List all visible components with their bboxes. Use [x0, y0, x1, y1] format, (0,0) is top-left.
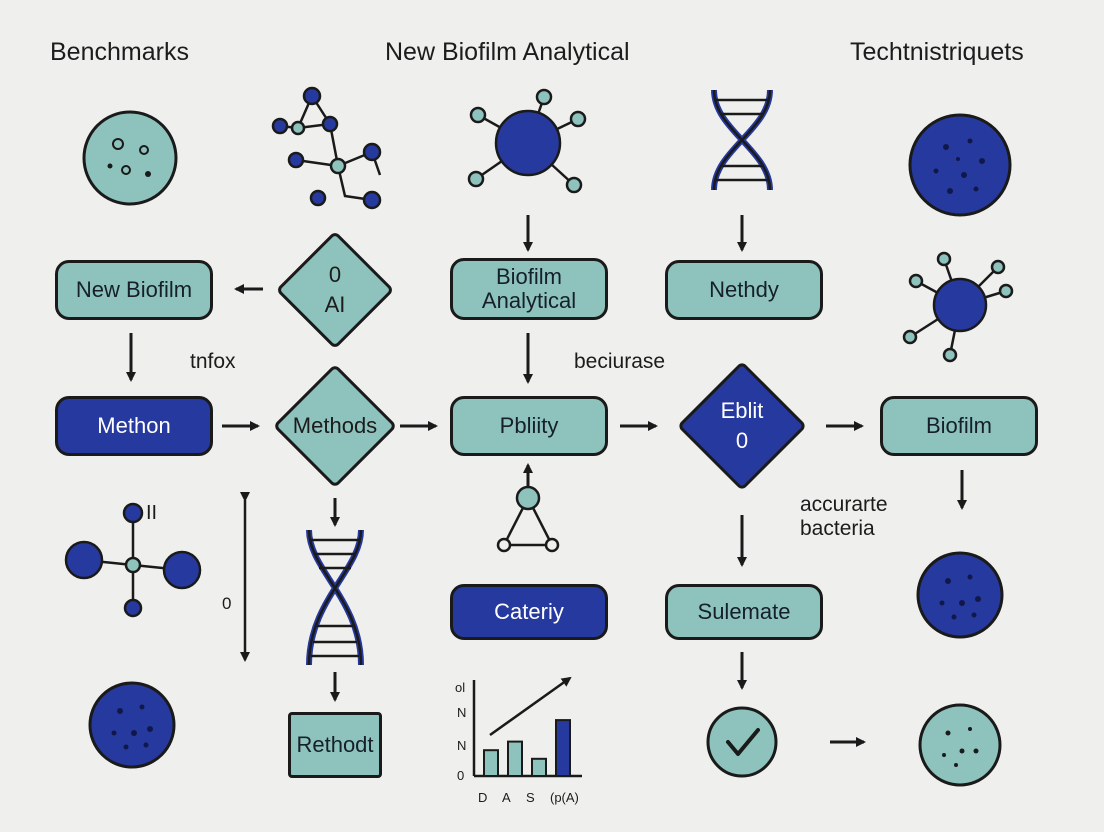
- chart-x-tick-label: S: [526, 790, 535, 805]
- molecule-icon: [902, 251, 1014, 363]
- chart-x-tick-label: A: [502, 790, 511, 805]
- chart-bar: [555, 719, 571, 777]
- triangle-molecule-icon: [496, 485, 560, 553]
- node-biofilm-analytical: Biofilm Analytical: [450, 258, 608, 320]
- node-biofilm: Biofilm: [880, 396, 1038, 456]
- chart-y-tick-label: N: [457, 705, 467, 720]
- chart-bar: [507, 740, 523, 777]
- check-icon: [706, 706, 778, 778]
- diamond-methods-text: Methods: [292, 413, 378, 439]
- trend-arrow: [489, 676, 572, 737]
- diamond-eblit-text: Eblit 0: [720, 398, 764, 453]
- bacterium-icon: [82, 110, 178, 206]
- chart-x-tick-label: (p(A): [550, 790, 579, 805]
- connector-arrows: [126, 215, 967, 747]
- dna-icon: [306, 529, 364, 666]
- chart-x-tick-label: D: [478, 790, 488, 805]
- dna-icon: [711, 89, 773, 191]
- label-accurate-bacteria: accurarte bacteria: [800, 493, 888, 541]
- diamond-eblit: Eblit 0: [675, 362, 809, 490]
- bacterium-icon: [88, 681, 176, 769]
- molecule-icon: [64, 502, 202, 618]
- chart-y-tick-label: 0: [457, 768, 465, 783]
- title-techtnistriquets: Techtnistriquets: [850, 38, 1024, 66]
- chart-bar: [531, 757, 547, 777]
- label-beciurase: beciurase: [574, 350, 666, 373]
- diamond-ai-text: 0 AI: [324, 262, 346, 317]
- node-rethodt: Rethodt: [288, 712, 382, 778]
- node-sulemate: Sulemate: [665, 584, 823, 640]
- node-nethdy: Nethdy: [665, 260, 823, 320]
- node-new-biofilm: New Biofilm: [55, 260, 213, 320]
- title-benchmarks: Benchmarks: [50, 38, 189, 66]
- chart-y-tick-label: N: [457, 738, 467, 753]
- chart-bar: [483, 749, 499, 778]
- node-methon: Methon: [55, 396, 213, 456]
- bacterium-icon: [918, 703, 1002, 787]
- mini-bar-chart: [472, 676, 582, 778]
- label-zero: 0: [222, 594, 232, 613]
- diamond-ai: 0 AI: [275, 230, 395, 350]
- node-pbliity: Pbliity: [450, 396, 608, 456]
- title-new-biofilm-analytical: New Biofilm Analytical: [385, 38, 630, 66]
- chart-y-tick-label: ol: [455, 680, 466, 695]
- node-cateriy: Cateriy: [450, 584, 608, 640]
- bacterium-icon: [916, 551, 1004, 639]
- molecule-network-icon: [271, 86, 382, 210]
- diamond-methods: Methods: [268, 366, 402, 486]
- label-tnfox: tnfox: [190, 350, 236, 373]
- bacterium-icon: [908, 113, 1012, 217]
- molecule-icon: [467, 88, 587, 194]
- label-molecule-text: II: [146, 502, 158, 524]
